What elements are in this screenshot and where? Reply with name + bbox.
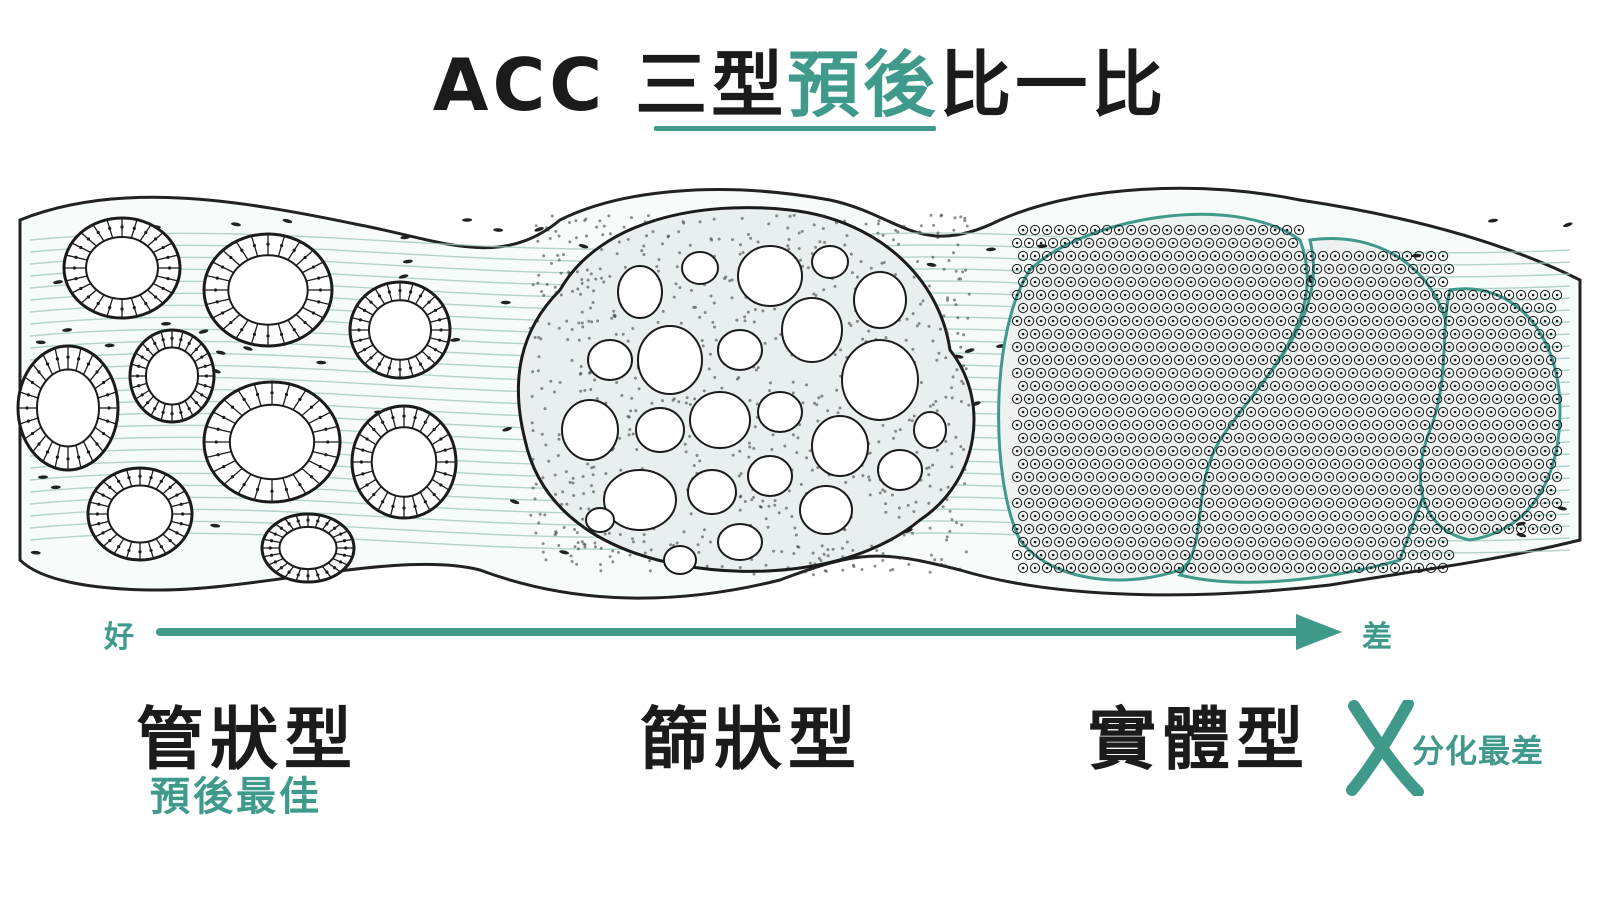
tubular-glands: [16, 216, 458, 584]
title-part-2: 比一比: [939, 43, 1168, 127]
arrow-right-icon: [156, 614, 1342, 650]
tubular-type-label: 管狀型: [136, 701, 359, 780]
title-accent: 預後: [787, 43, 940, 127]
solid-type-label: 實體型: [1088, 701, 1311, 780]
axis-end-label: 差: [1362, 620, 1392, 655]
cribriform-nest: [516, 206, 976, 577]
x-mark-icon: [1346, 700, 1424, 796]
title-part-1: ACC 三型: [432, 43, 788, 127]
solid-type-note: 分化最差: [1412, 732, 1545, 770]
axis-start-label: 好: [104, 620, 134, 655]
title-underline: [654, 126, 936, 131]
tubular-type-note: 預後最佳: [150, 774, 322, 820]
solid-nests: [997, 212, 1563, 584]
cribriform-type-label: 篩狀型: [640, 701, 863, 780]
page-title: ACC 三型預後比一比: [0, 26, 1600, 131]
tissue-illustration: [16, 186, 1582, 600]
